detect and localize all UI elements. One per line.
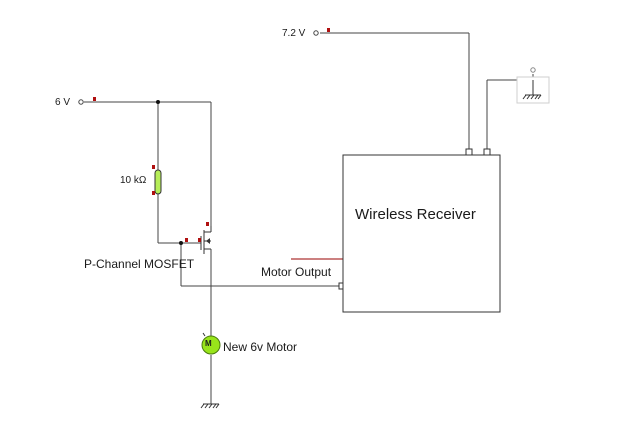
- motor-glyph: M: [205, 339, 212, 348]
- resistor-icon[interactable]: [154, 169, 162, 195]
- probe-gate-1: [185, 238, 188, 242]
- probe-resistor-top: [152, 165, 155, 169]
- receiver-pin-power[interactable]: [465, 148, 473, 156]
- probe-gate-2: [198, 238, 201, 242]
- probe-72v: [327, 28, 330, 32]
- ground-icon: [516, 67, 550, 104]
- terminal-node-72v[interactable]: [313, 30, 319, 36]
- motor-label: New 6v Motor: [223, 340, 298, 354]
- receiver-label: Wireless Receiver: [355, 206, 476, 223]
- mosfet-icon[interactable]: [200, 226, 212, 254]
- probe-6v: [93, 97, 96, 101]
- motor-output-label: Motor Output: [261, 265, 332, 279]
- receiver-pin-output[interactable]: [338, 282, 344, 290]
- ground-icon-motor: [200, 403, 220, 409]
- voltage-label-72v: 7.2 V: [282, 28, 306, 39]
- mosfet-label: P-Channel MOSFET: [84, 257, 195, 271]
- wireless-receiver-box[interactable]: [342, 154, 501, 313]
- terminal-node-6v[interactable]: [78, 99, 84, 105]
- receiver-pin-ground[interactable]: [483, 148, 491, 156]
- probe-resistor-bottom: [152, 191, 155, 195]
- voltage-label-6v: 6 V: [55, 97, 71, 108]
- probe-drain: [206, 222, 209, 226]
- resistor-label: 10 kΩ: [120, 175, 147, 186]
- junction-gate: [179, 241, 183, 245]
- junction-6v: [156, 100, 160, 104]
- wires: [84, 32, 534, 404]
- motor-icon[interactable]: [201, 332, 221, 355]
